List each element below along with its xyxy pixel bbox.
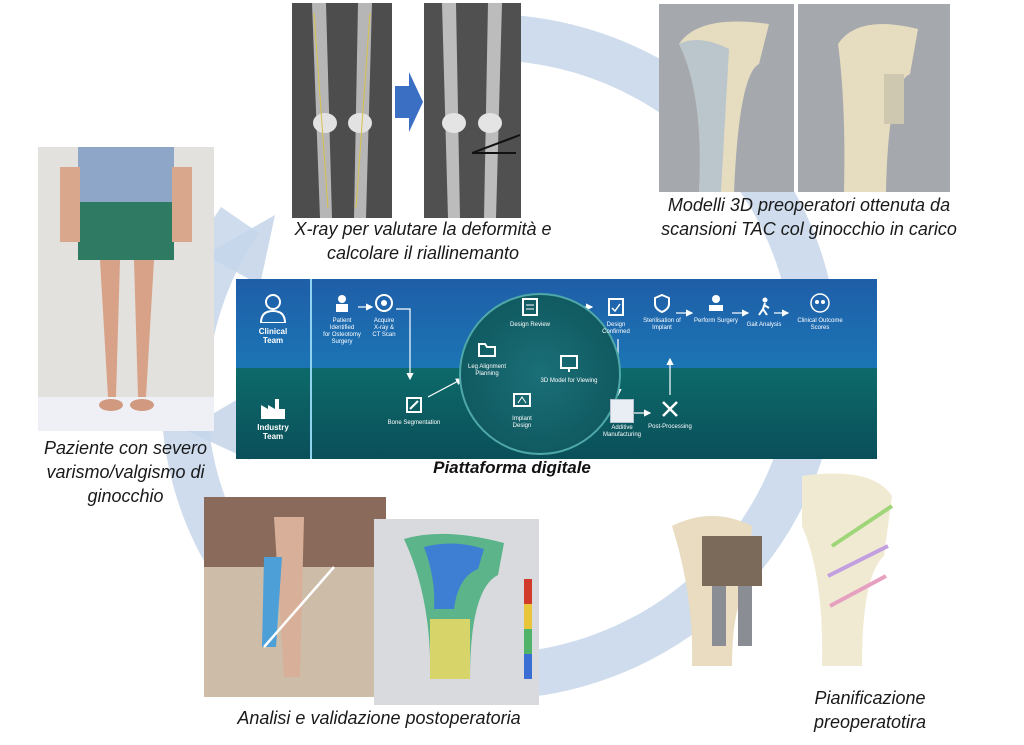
design-hub-circle bbox=[459, 293, 621, 455]
step-design-review: Design Review bbox=[500, 297, 560, 329]
step-gait-analysis: Gait Analysis bbox=[744, 297, 784, 329]
scanner-icon bbox=[375, 294, 393, 312]
factory-icon bbox=[261, 399, 285, 419]
patient-photo bbox=[38, 147, 214, 431]
caption-planning: Pianificazione preoperatotira bbox=[813, 688, 927, 732]
bone-icon bbox=[406, 397, 422, 413]
document-check-icon bbox=[608, 298, 624, 316]
review-icon bbox=[522, 298, 538, 316]
step-perform-surgery: Perform Surgery bbox=[692, 293, 740, 325]
doctor-icon bbox=[259, 294, 287, 323]
shield-icon bbox=[654, 293, 670, 314]
caption-patient: Paziente con severo varismo/valgismo di … bbox=[43, 438, 208, 506]
folder-icon bbox=[478, 343, 496, 357]
tools-icon bbox=[662, 401, 678, 417]
planning-render-image bbox=[652, 466, 910, 676]
caption-postop: Analisi e validazione postoperatoria bbox=[237, 708, 521, 728]
step-post-processing: Post-Processing bbox=[648, 399, 692, 431]
caption-models-3d: Modelli 3D preoperatori ottenuta da scan… bbox=[661, 195, 957, 239]
team-separator bbox=[310, 279, 312, 459]
monitor-icon bbox=[560, 355, 578, 372]
step-3d-model: 3D Model for Viewing bbox=[536, 353, 602, 385]
bone-heatmap-image bbox=[374, 519, 539, 705]
walking-icon bbox=[758, 297, 770, 316]
step-bone-segmentation: Bone Segmentation bbox=[382, 395, 446, 427]
industry-team-label: Industry Team bbox=[236, 395, 310, 441]
xray-pre-image bbox=[292, 3, 392, 218]
model-3d-image-1 bbox=[659, 4, 794, 192]
arrow-right-icon bbox=[395, 72, 423, 132]
platform-title: Piattaforma digitale bbox=[433, 458, 591, 477]
surgeon-icon bbox=[709, 295, 723, 311]
printer-icon bbox=[610, 399, 634, 423]
design-icon bbox=[513, 393, 531, 407]
xray-post-image bbox=[424, 3, 521, 218]
group-icon bbox=[810, 293, 830, 313]
clinical-team-label: Clinical Team bbox=[236, 293, 310, 345]
gait-photo bbox=[204, 497, 386, 697]
caption-xray: X-ray per valutare la deformità e calcol… bbox=[294, 219, 552, 263]
patient-icon bbox=[336, 295, 348, 312]
model-3d-image-2 bbox=[798, 4, 950, 192]
